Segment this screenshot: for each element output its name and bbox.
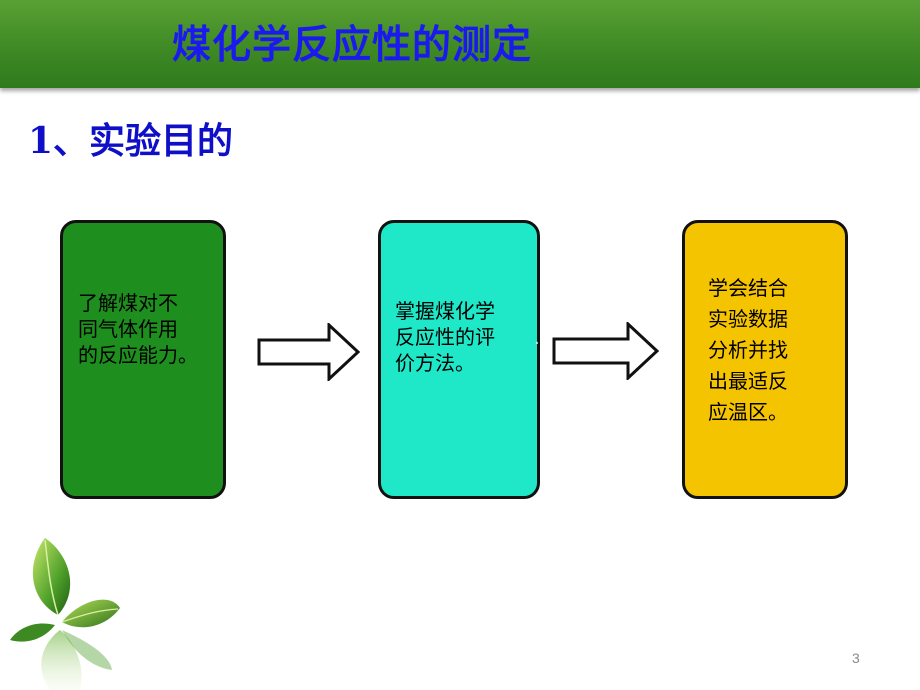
step-2-line-3: 价方法。 (395, 351, 475, 375)
section-heading: 1、实验目的 (28, 120, 234, 162)
step-1-line-1: 了解煤对不 (78, 291, 178, 315)
step-box-2 (378, 220, 540, 499)
step-1-line-2: 同气体作用 (78, 317, 178, 341)
step-1-line-3: 的反应能力。 (78, 343, 198, 367)
step-text-1: 了解煤对不 同气体作用 的反应能力。 (78, 290, 198, 368)
step-3-line-5: 应温区。 (708, 400, 788, 424)
dot-artifact: · (534, 333, 540, 354)
step-box-3 (682, 220, 848, 499)
step-3-line-1: 学会结合 (708, 276, 788, 300)
step-box-1 (60, 220, 226, 499)
title-bar: 煤化学反应性的测定 (0, 0, 920, 88)
step-text-2: 掌握煤化学 反应性的评 价方法。 (395, 298, 495, 376)
right-arrow-icon (257, 323, 361, 381)
step-3-line-2: 实验数据 (708, 307, 788, 331)
step-text-3: 学会结合 实验数据 分析并找 出最适反 应温区。 (708, 273, 788, 428)
step-2-line-1: 掌握煤化学 (395, 299, 495, 323)
step-3-line-4: 出最适反 (708, 369, 788, 393)
right-arrow-icon (552, 322, 660, 380)
page-number: 3 (852, 650, 860, 666)
leaf-decoration-icon (10, 538, 120, 690)
step-2-line-2: 反应性的评 (395, 325, 495, 349)
slide-title: 煤化学反应性的测定 (172, 23, 533, 68)
step-3-line-3: 分析并找 (708, 338, 788, 362)
